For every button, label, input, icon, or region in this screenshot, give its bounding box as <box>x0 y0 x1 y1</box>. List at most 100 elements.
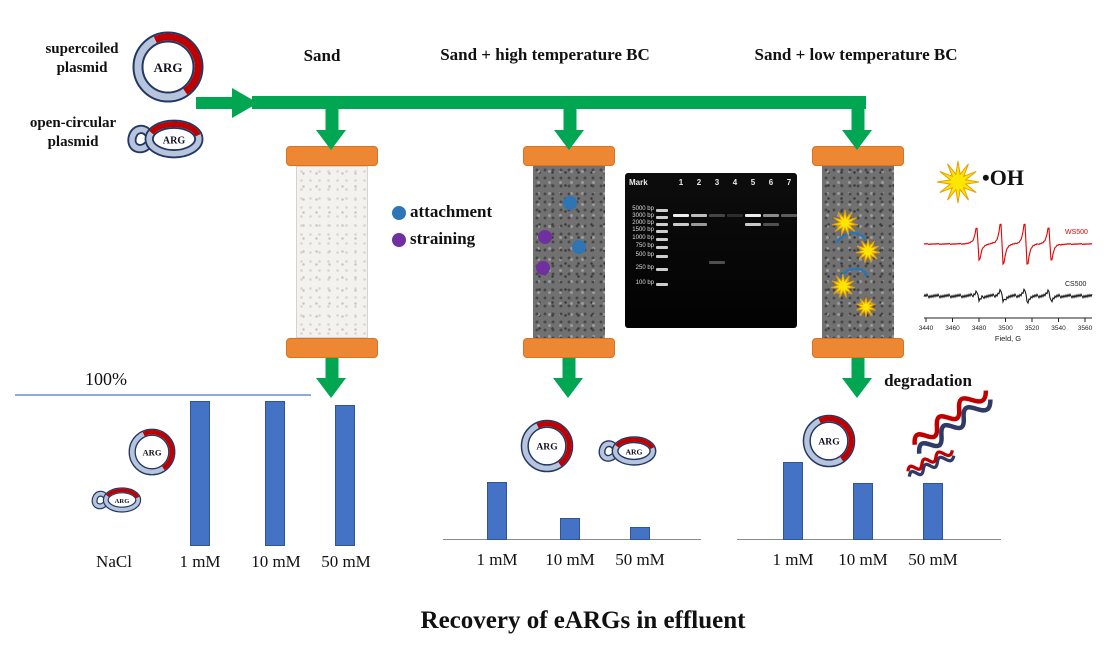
nacl-label: NaCl <box>96 552 132 571</box>
chart3-tick-10mM: 10 mM <box>838 550 888 569</box>
column2-header: Sand + high temperature BC <box>440 45 650 64</box>
recovery-bar-10mM <box>853 483 873 540</box>
epr-trace-WS500 <box>923 223 1093 266</box>
arrow-into-column1 <box>316 130 346 150</box>
gel-ladder-band <box>656 246 668 249</box>
supercoiled-line1: supercoiled <box>45 41 119 57</box>
degraded-dna-icon <box>912 390 993 454</box>
gel-sample-band <box>763 214 779 217</box>
gel-lane-label: 3 <box>714 178 720 187</box>
epr-xtick: 3480 <box>972 325 987 332</box>
column1-bottom-cap <box>286 338 378 358</box>
plasmid-icon-chart1-supercoiled: ARG <box>128 428 176 476</box>
gel-bp-label: 250 bp <box>635 264 654 271</box>
attachment-dot <box>572 240 586 254</box>
gel-sample-band <box>781 214 797 217</box>
hundred-percent-line <box>15 394 311 396</box>
gel-sample-band <box>745 214 761 217</box>
chart1-tick-50mM: 50 mM <box>321 552 371 571</box>
degraded-dna-icon-small <box>906 449 956 478</box>
starburst-icon <box>855 238 881 263</box>
epr-xtick: 3440 <box>919 325 934 332</box>
supercoiled-plasmid-label: supercoiled plasmid <box>24 40 140 78</box>
recovery-bar-50mM <box>923 483 943 540</box>
gel-sample-band <box>745 223 761 226</box>
epr-xtick: 3500 <box>998 325 1013 332</box>
gel-sample-band <box>691 214 707 217</box>
gel-ladder-band <box>656 283 668 286</box>
chart1-tick-10mM: 10 mM <box>251 552 301 571</box>
gel-sample-band <box>673 223 689 226</box>
open-circular-line1: open-circular <box>29 115 117 131</box>
recovery-bar-1mM <box>190 400 210 546</box>
degradation-label: degradation <box>884 371 972 390</box>
gel-lane-label: 5 <box>750 178 756 187</box>
arg-segment <box>142 429 175 471</box>
recovery-bar-50mM <box>335 405 355 546</box>
chart2-tick-1mM: 1 mM <box>476 550 518 569</box>
legend-straining-label: straining <box>410 229 476 248</box>
recovery-bar-10mM <box>265 400 285 546</box>
gel-sample-band <box>709 261 725 264</box>
plasmid-icon-chart2-open: ARG <box>598 436 657 466</box>
supercoiled-line2: plasmid <box>56 60 108 76</box>
gel-ladder-band <box>656 238 668 241</box>
recovery-bar-50mM <box>630 526 650 540</box>
epr-trace-CS500 <box>923 287 1093 305</box>
oh-radical-label: •OH <box>982 165 1024 190</box>
gel-lane-label: Mark <box>629 178 648 187</box>
arrow-into-column2 <box>554 130 584 150</box>
arg-segment <box>536 421 572 467</box>
recovery-bar-1mM <box>487 481 507 540</box>
gel-ladder-band <box>656 223 668 226</box>
epr-xlabel: Field, G <box>995 334 1021 343</box>
plasmid-fragment-squiggle <box>834 231 868 244</box>
gel-sample-band <box>709 214 725 217</box>
chart3-tick-50mM: 50 mM <box>908 550 958 569</box>
arg-label: ARG <box>154 60 183 75</box>
arg-segment <box>818 416 854 462</box>
gel-bp-label: 1500 bp <box>632 226 654 233</box>
arg-segment <box>153 33 202 95</box>
gel-sample-band <box>763 223 779 226</box>
column2-bottom-cap <box>523 338 615 358</box>
flow-arrows <box>196 88 872 398</box>
open-circular-plasmid-label: open-circular plasmid <box>8 114 138 152</box>
chart3-tick-1mM: 1 mM <box>772 550 814 569</box>
arrow-into-column3 <box>842 130 872 150</box>
epr-series-label: CS500 <box>1065 281 1087 288</box>
chart-sand-recovery <box>150 396 380 546</box>
arrow-out-column1 <box>316 378 346 398</box>
chart1-tick-1mM: 1 mM <box>179 552 221 571</box>
hundred-percent-label: 100% <box>85 369 127 389</box>
plasmid-icon-chart3-supercoiled: ARG <box>802 414 856 468</box>
chart-high-bc-recovery <box>480 390 665 540</box>
gel-sample-band <box>727 214 743 217</box>
straining-dot <box>538 230 552 244</box>
arg-label: ARG <box>536 442 558 453</box>
oh-starburst-icon <box>936 160 980 204</box>
gel-ladder-band <box>656 255 668 258</box>
chart2-tick-50mM: 50 mM <box>615 550 665 569</box>
plasmid-icon-open-circular: ARG <box>127 119 204 159</box>
gel-bp-label: 500 bp <box>635 251 654 258</box>
legend-attachment-dot-icon <box>392 206 406 220</box>
gel-bp-label: 2000 bp <box>632 219 654 226</box>
straining-dot <box>536 261 550 275</box>
gel-bp-label: 5000 bp <box>632 205 654 212</box>
chart-low-bc-recovery <box>775 390 955 540</box>
gel-ladder-band <box>656 268 668 271</box>
plasmid-icon-supercoiled: ARG <box>132 31 204 103</box>
column1-body-sand <box>296 166 368 338</box>
arg-label: ARG <box>625 448 642 457</box>
column3-header: Sand + low temperature BC <box>754 45 958 64</box>
column2-body-high-bc <box>533 166 605 338</box>
arg-segment <box>615 437 655 450</box>
gel-ladder-band <box>656 216 668 219</box>
arg-label: ARG <box>115 498 130 505</box>
gel-sample-band <box>691 223 707 226</box>
